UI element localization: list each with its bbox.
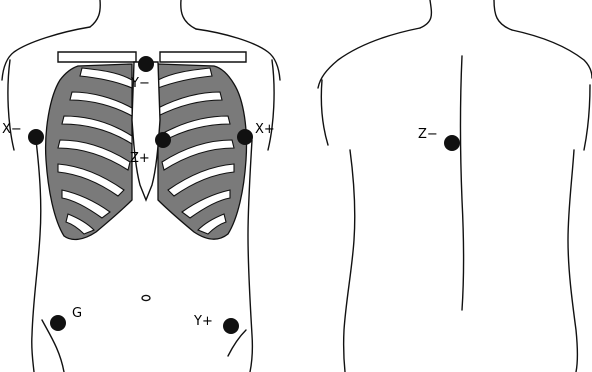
clavicle-left (58, 52, 136, 62)
back-arm-right (584, 85, 590, 150)
back-side-right (568, 150, 578, 372)
back-torso (318, 0, 592, 372)
label-x-minus: X− (2, 122, 22, 137)
back-shoulder-right (512, 30, 592, 78)
electrode-x-plus (237, 129, 253, 145)
back-side-left (344, 150, 355, 372)
front-neck-left (90, 0, 100, 27)
label-z-plus: Z+ (130, 151, 150, 166)
electrode-y-minus (138, 56, 154, 72)
front-side-right (248, 140, 252, 372)
navel (142, 295, 150, 300)
label-y-plus: Y+ (193, 314, 213, 329)
electrode-z-plus (155, 132, 171, 148)
electrode-g (50, 315, 66, 331)
back-arm-left (321, 80, 328, 145)
electrode-z-minus (444, 135, 460, 151)
back-neck-right (494, 0, 512, 30)
front-side-left (32, 140, 41, 372)
clavicle-right (160, 52, 246, 62)
front-neck-right (181, 0, 196, 29)
electrode-y-plus (223, 318, 239, 334)
label-z-minus: Z− (418, 127, 438, 142)
electrode-x-minus (28, 129, 44, 145)
back-shoulder-left (318, 28, 420, 88)
label-g: G (72, 306, 82, 321)
label-x-plus: X+ (255, 122, 275, 137)
spine-line (461, 56, 464, 310)
label-y-minus: Y− (130, 76, 150, 91)
back-neck-left (420, 0, 431, 28)
